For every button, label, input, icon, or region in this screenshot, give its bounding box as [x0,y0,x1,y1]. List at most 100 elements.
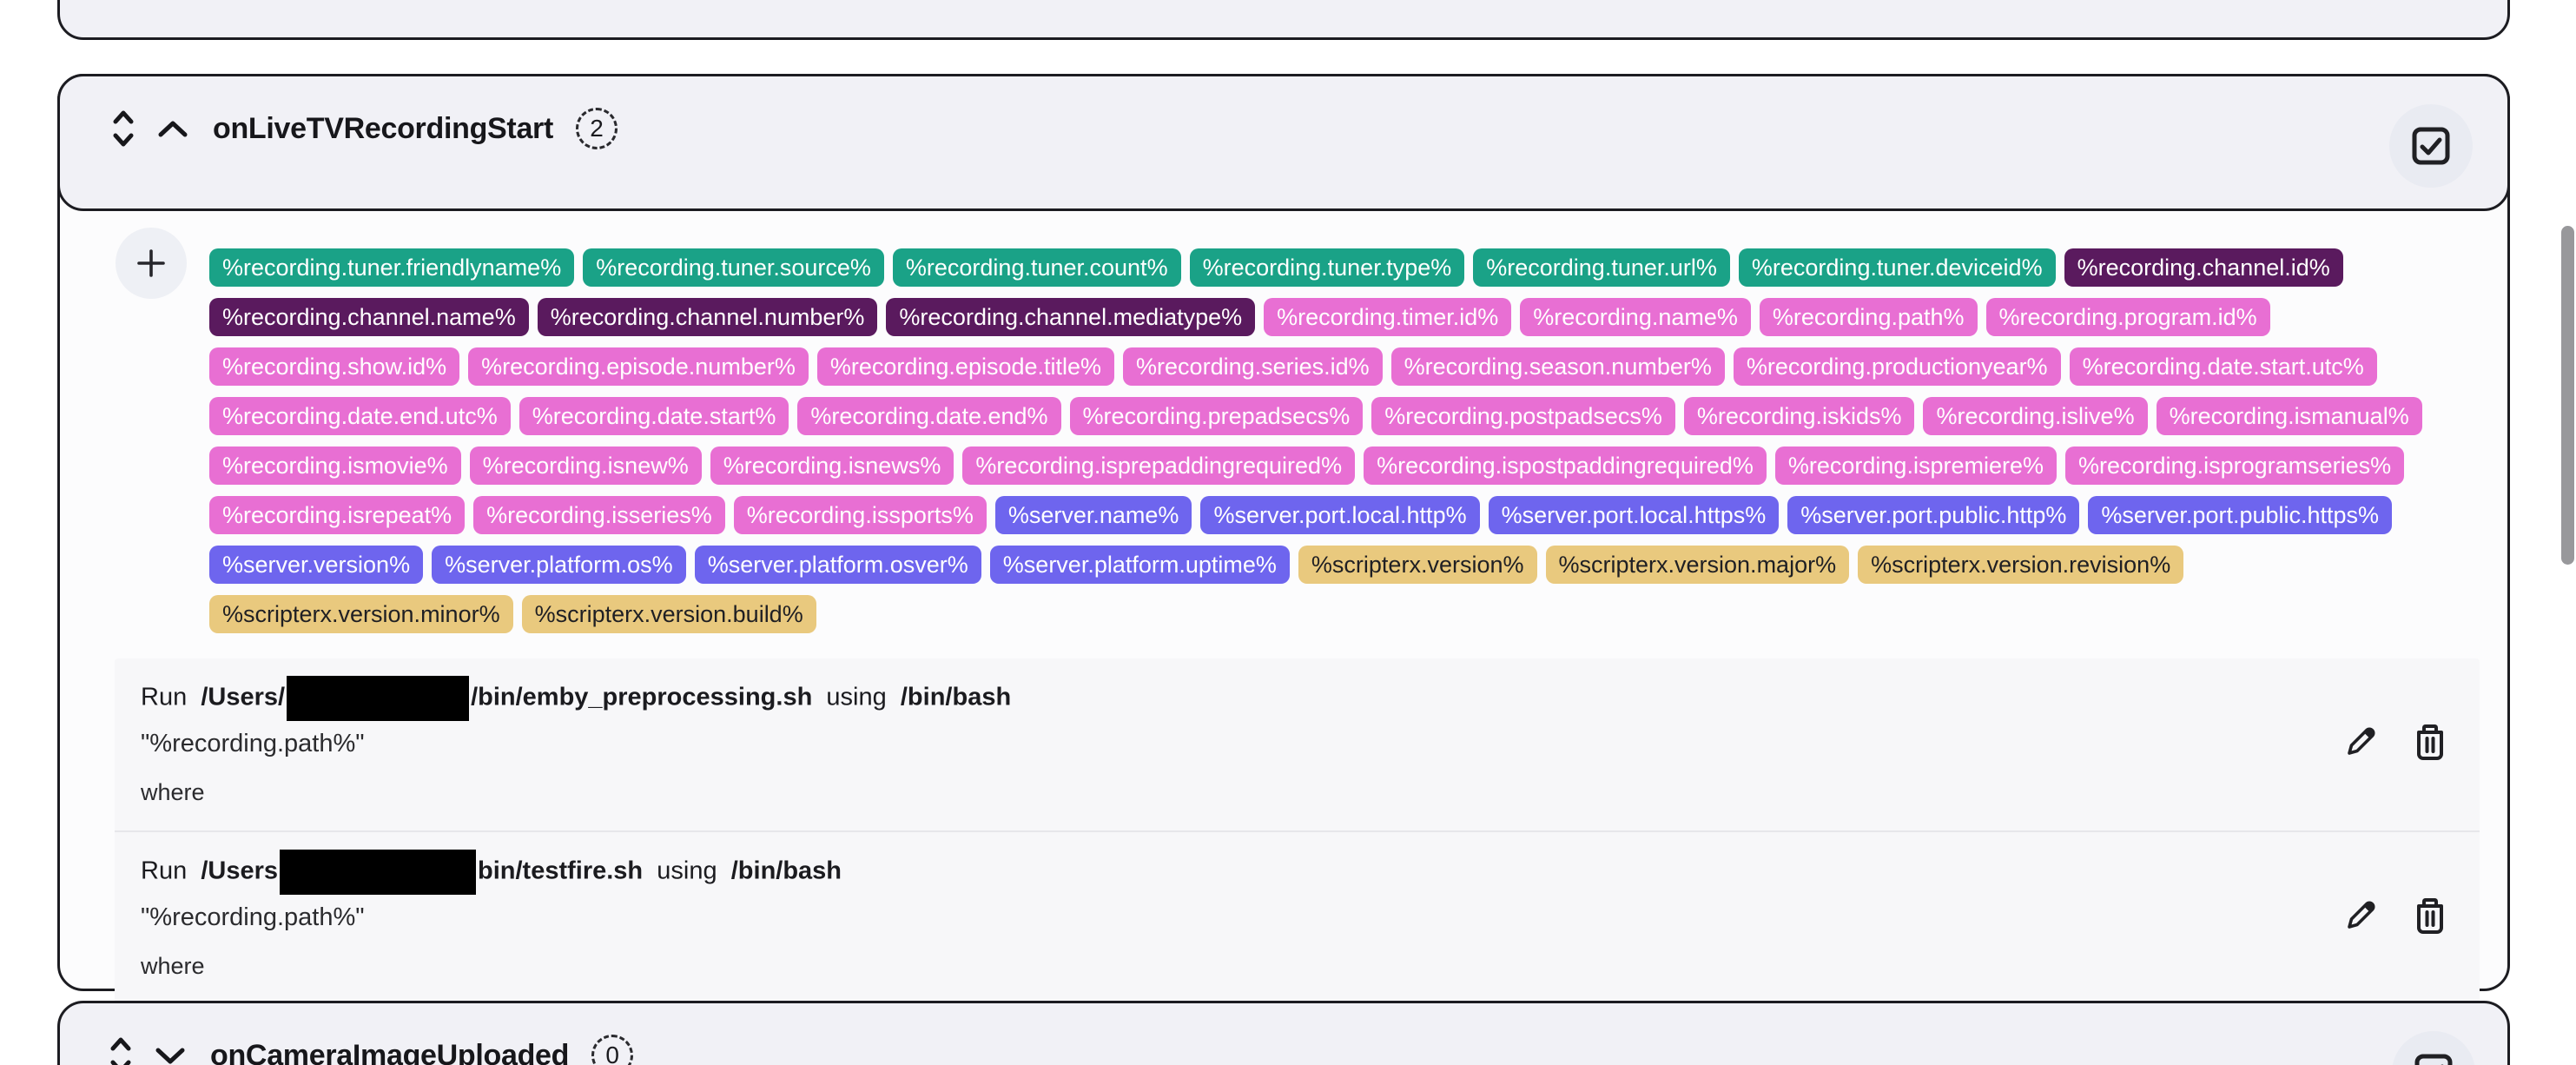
add-variable-button[interactable] [116,228,187,299]
template-variable-chip[interactable]: %recording.episode.number% [468,347,809,386]
template-variable-chip[interactable]: %recording.productionyear% [1733,347,2061,386]
plus-icon [134,246,168,281]
template-variable-chip[interactable]: %recording.show.id% [209,347,460,386]
drag-handle-icon [109,107,138,150]
template-variable-chip[interactable]: %recording.tuner.count% [892,248,1181,287]
template-variable-chip[interactable]: %recording.program.id% [1985,298,2270,336]
event-card-camera-image-uploaded: onCameraImageUploaded 0 [57,1001,2510,1065]
delete-command-button[interactable] [2412,896,2448,935]
event-count-badge: 0 [591,1035,634,1065]
template-variable-chip[interactable]: %recording.season.number% [1390,347,1725,386]
command-actions [2342,723,2448,761]
event-card-header: onCameraImageUploaded 0 [57,1001,2510,1065]
template-variable-chip[interactable]: %recording.ismanual% [2156,397,2422,435]
template-variable-chip[interactable]: %recording.isprepaddingrequired% [962,447,1356,485]
event-card-header: onLiveTVRecordingStart 2 [57,74,2510,211]
template-variable-chip[interactable]: %recording.date.start.utc% [2069,347,2377,386]
template-variable-chip[interactable]: %scripterx.version.build% [521,595,816,633]
template-variable-chip[interactable]: %recording.channel.number% [537,298,878,336]
command-path-prefix: /Users/ [201,683,286,711]
template-variable-chip[interactable]: %recording.channel.mediatype% [886,298,1256,336]
template-variable-chip[interactable]: %recording.series.id% [1123,347,1383,386]
using-label: using [826,683,887,711]
template-variable-chip[interactable]: %recording.postpadsecs% [1371,397,1675,435]
template-variable-chip[interactable]: %recording.isnews% [710,447,954,485]
command-text: Run /Users/ /bin/emby_preprocessing.sh us… [141,676,2322,808]
where-label: where [141,779,205,805]
event-enabled-checkbox-button[interactable] [2389,104,2473,188]
template-variable-chip[interactable]: %scripterx.version% [1298,546,1537,584]
template-variable-chip[interactable]: %recording.ispremiere% [1774,447,2057,485]
shell-path: /bin/bash [730,857,842,885]
drag-handle[interactable] [106,1034,135,1065]
command-list: Run /Users/ /bin/emby_preprocessing.sh us… [115,658,2480,1004]
where-label: where [141,953,205,979]
redacted-username [287,676,470,721]
template-variable-chip[interactable]: %scripterx.version.major% [1545,546,1850,584]
template-variable-chip[interactable]: %recording.path% [1759,298,1978,336]
template-variable-chip[interactable]: %recording.date.start% [519,397,789,435]
template-variable-chip[interactable]: %recording.isnew% [469,447,702,485]
template-variable-chip[interactable]: %server.port.local.https% [1488,496,1780,534]
checkbox-checked-icon [2413,1052,2454,1065]
template-variable-chip[interactable]: %recording.prepadsecs% [1069,397,1364,435]
template-variable-chip[interactable]: %recording.isrepeat% [209,496,466,534]
run-label: Run [141,683,188,711]
template-variable-chip[interactable]: %recording.iskids% [1683,397,1915,435]
using-label: using [657,857,717,885]
command-arguments: "%recording.path%" [141,903,365,931]
command-arguments: "%recording.path%" [141,730,365,757]
template-variable-chip[interactable]: %recording.channel.id% [2064,248,2343,287]
event-title: onCameraImageUploaded [210,1038,570,1065]
event-card-live-tv-recording-start: onLiveTVRecordingStart 2 [57,74,2510,1004]
template-variable-chip[interactable]: %recording.islive% [1923,397,2148,435]
trash-icon [2412,723,2448,761]
template-variable-chip[interactable]: %recording.name% [1520,298,1751,336]
delete-command-button[interactable] [2412,723,2448,761]
template-variable-chip[interactable]: %recording.tuner.friendlyname% [209,248,575,287]
collapse-section-button[interactable] [155,118,190,139]
scrollbar-thumb[interactable] [2561,226,2574,565]
command-actions [2342,896,2448,935]
template-variable-chip[interactable]: %scripterx.version.revision% [1858,546,2184,584]
template-variable-chip[interactable]: %recording.timer.id% [1264,298,1512,336]
template-variable-chip[interactable]: %server.port.local.http% [1200,496,1480,534]
expand-section-button[interactable] [153,1045,188,1065]
template-variable-chip[interactable]: %scripterx.version.minor% [209,595,513,633]
pencil-icon [2342,897,2379,934]
template-variable-chip[interactable]: %recording.tuner.deviceid% [1738,248,2056,287]
template-variable-chip[interactable]: %recording.episode.title% [816,347,1115,386]
pencil-icon [2342,724,2379,760]
template-variable-chip[interactable]: %recording.isprogramseries% [2065,447,2405,485]
template-variable-chip[interactable]: %recording.issports% [733,496,987,534]
drag-handle[interactable] [109,107,138,150]
command-line: Run /Users/ /bin/emby_preprocessing.sh us… [141,676,2322,721]
command-path-suffix: /bin/emby_preprocessing.sh [471,683,813,711]
drag-handle-icon [106,1034,135,1065]
template-variable-chip[interactable]: %recording.tuner.url% [1473,248,1730,287]
edit-command-button[interactable] [2342,897,2379,934]
template-variable-chip[interactable]: %server.platform.os% [432,546,686,584]
template-variable-chip[interactable]: %recording.isseries% [473,496,725,534]
template-variable-chip[interactable]: %recording.channel.name% [209,298,529,336]
template-variable-chip[interactable]: %server.platform.osver% [694,546,981,584]
template-variable-chip[interactable]: %recording.tuner.type% [1189,248,1465,287]
template-variable-chip[interactable]: %recording.date.end.utc% [209,397,511,435]
template-variable-chip[interactable]: %recording.ispostpaddingrequired% [1364,447,1767,485]
shell-path: /bin/bash [900,683,1012,711]
template-variable-chip[interactable]: %recording.ismovie% [209,447,461,485]
template-variable-chip[interactable]: %server.port.public.http% [1787,496,2080,534]
template-variable-chip[interactable]: %server.port.public.https% [2088,496,2393,534]
event-enabled-checkbox-button[interactable] [2392,1031,2475,1065]
template-variable-chip[interactable]: %recording.tuner.source% [583,248,884,287]
event-title: onLiveTVRecordingStart [213,111,554,145]
template-variable-chip[interactable]: %server.version% [209,546,424,584]
template-variable-chip[interactable]: %server.name% [994,496,1192,534]
edit-command-button[interactable] [2342,724,2379,760]
event-count-badge: 2 [576,108,618,149]
template-variable-chip[interactable]: %server.platform.uptime% [989,546,1290,584]
template-variable-chip[interactable]: %recording.date.end% [797,397,1061,435]
